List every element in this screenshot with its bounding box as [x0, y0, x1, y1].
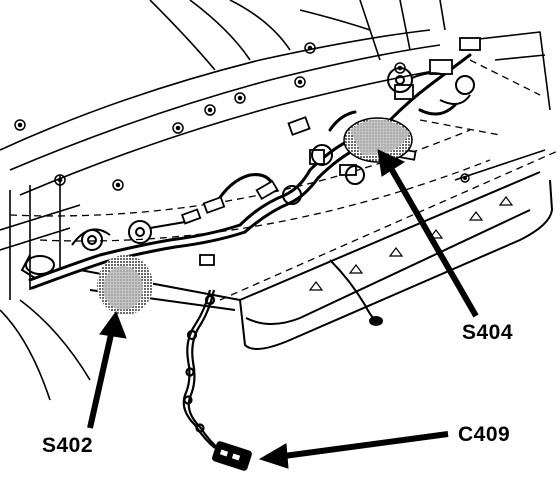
s402-arrowhead: [99, 310, 127, 339]
callout-c409: C409: [458, 423, 511, 446]
c409-arrow: [283, 431, 449, 459]
leader-arrows: [87, 149, 479, 469]
right-lamp-cluster: [282, 67, 475, 205]
ground-wire: [329, 259, 383, 326]
callout-s402: S402: [42, 434, 94, 457]
s404-arrow: [389, 168, 479, 318]
s404-arrowhead: [377, 149, 406, 177]
c409-pigtail: [182, 289, 221, 451]
c409-arrowhead: [258, 443, 289, 469]
c409-connector-body: [212, 441, 252, 471]
vehicle-frame: [0, 0, 551, 401]
bumper-dashed-outline: [9, 59, 560, 301]
callout-s404: S404: [462, 321, 514, 344]
fascia-markings: [308, 196, 514, 291]
s402-splice-highlight: [103, 266, 143, 310]
s402-arrow: [87, 329, 115, 429]
s404-splice-highlight: [350, 119, 410, 156]
